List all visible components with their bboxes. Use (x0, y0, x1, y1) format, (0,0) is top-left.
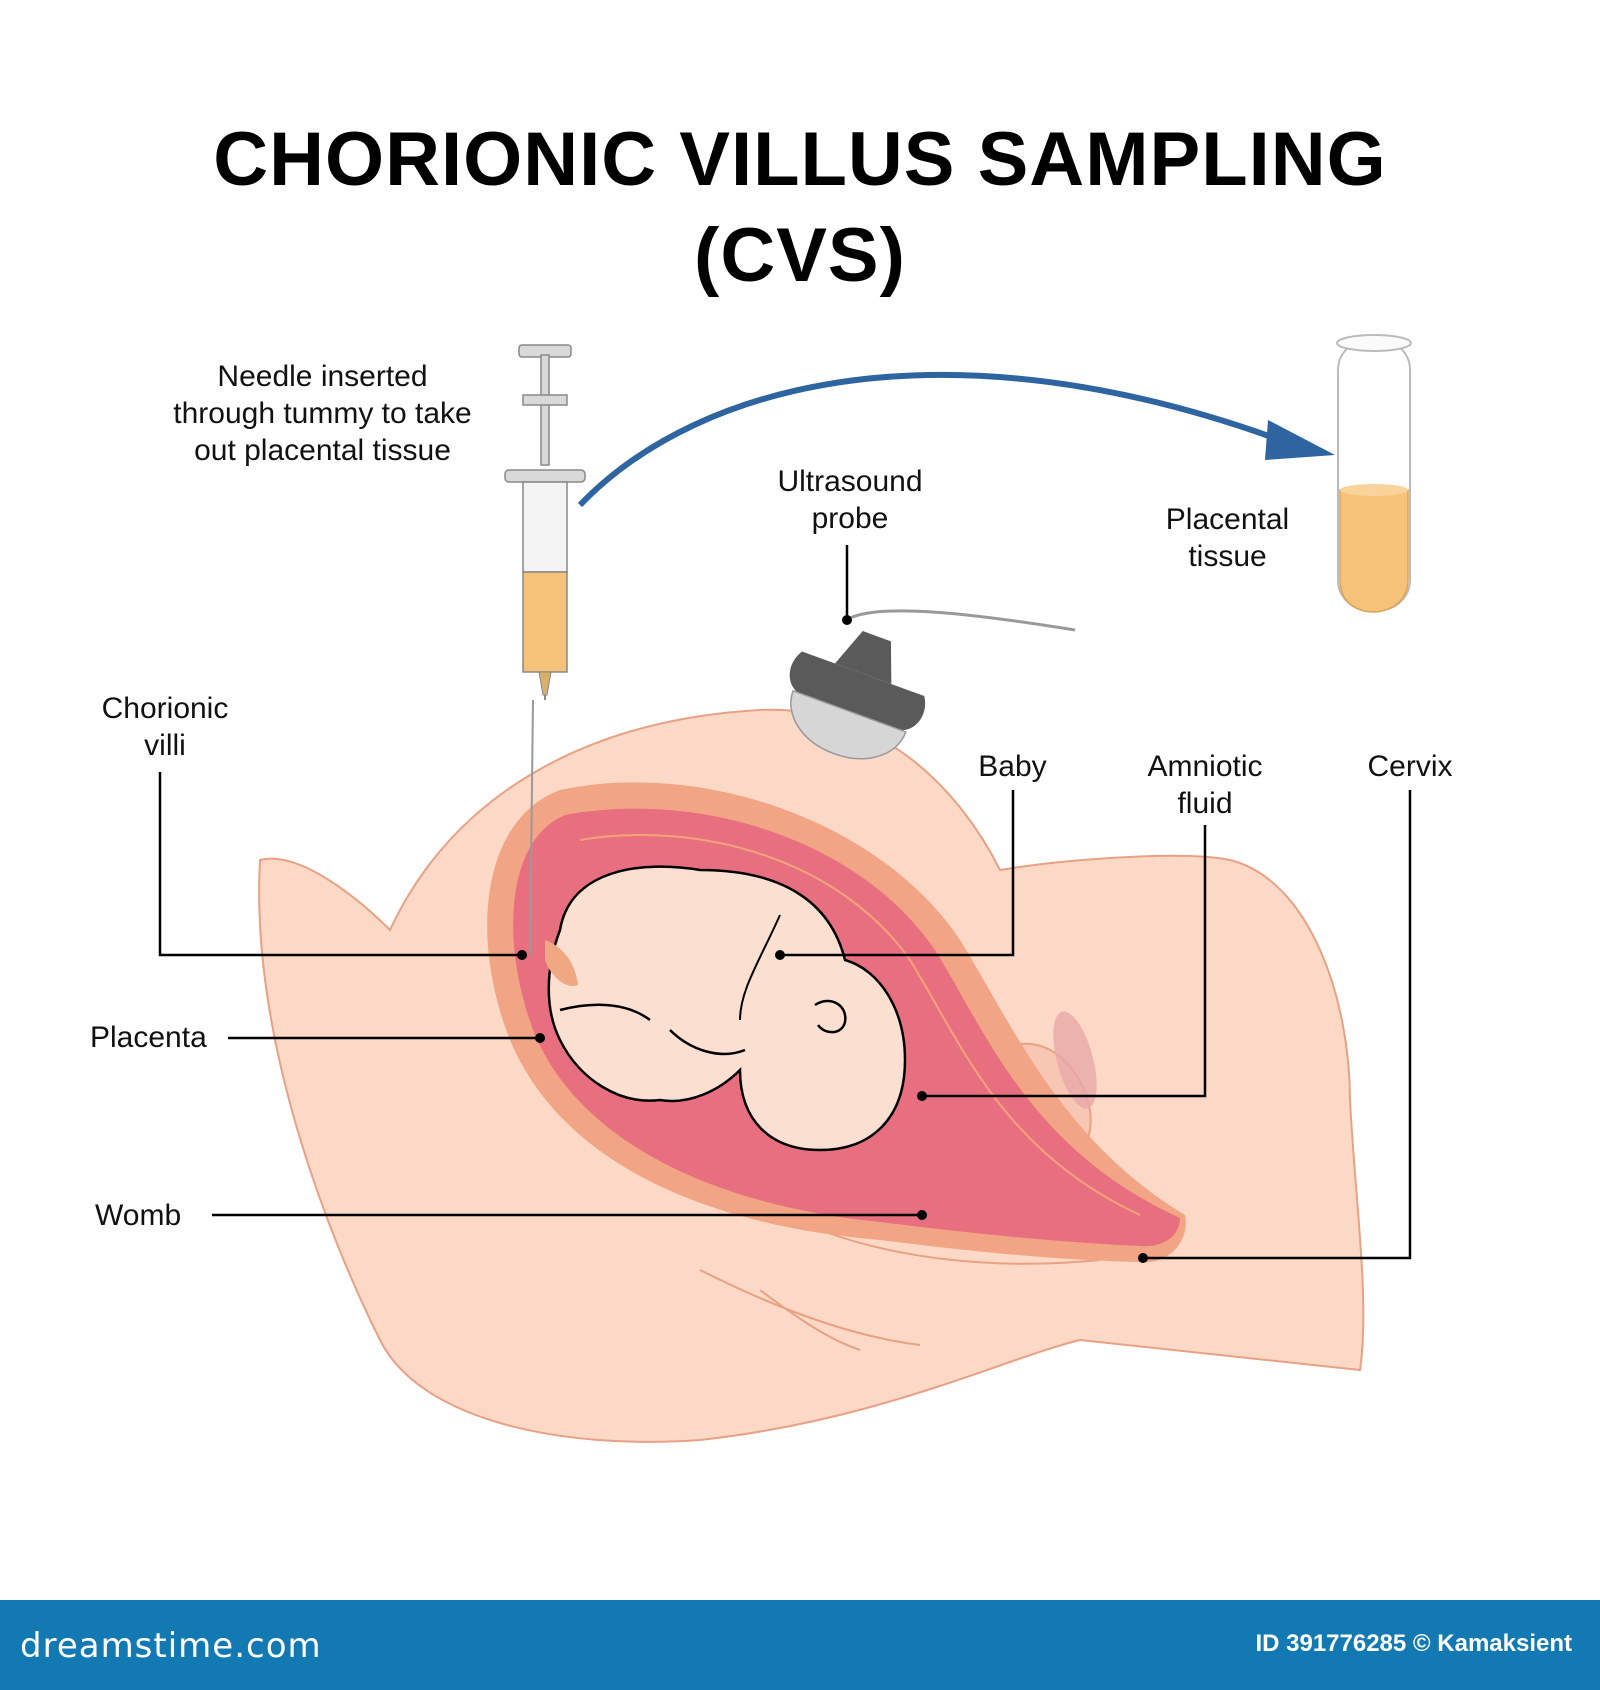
title-line-2: (CVS) (0, 208, 1600, 304)
page-title: CHORIONIC VILLUS SAMPLING (CVS) (0, 112, 1600, 304)
label-womb: Womb (95, 1197, 205, 1234)
label-ultrasound-probe: Ultrasound probe (750, 463, 950, 537)
label-needle: Needle inserted through tummy to take ou… (140, 358, 505, 469)
title-line-1: CHORIONIC VILLUS SAMPLING (0, 112, 1600, 208)
footer-brand: dreamstime.com (20, 1626, 322, 1666)
label-cervix: Cervix (1345, 748, 1475, 785)
label-placenta: Placenta (90, 1019, 225, 1056)
syringe (505, 345, 585, 700)
label-baby: Baby (950, 748, 1075, 785)
label-amniotic-fluid: Amniotic fluid (1125, 748, 1285, 822)
transfer-arrowhead (1265, 420, 1335, 460)
label-chorionic-villi: Chorionic villi (80, 690, 250, 764)
footer-bar: dreamstime.com ID 391776285 © Kamaksient (0, 1600, 1600, 1690)
probe-cable (850, 611, 1075, 630)
footer-image-id: ID 391776285 © Kamaksient (1255, 1630, 1572, 1658)
label-placental-tissue: Placental tissue (1135, 501, 1320, 575)
test-tube (1337, 335, 1411, 612)
